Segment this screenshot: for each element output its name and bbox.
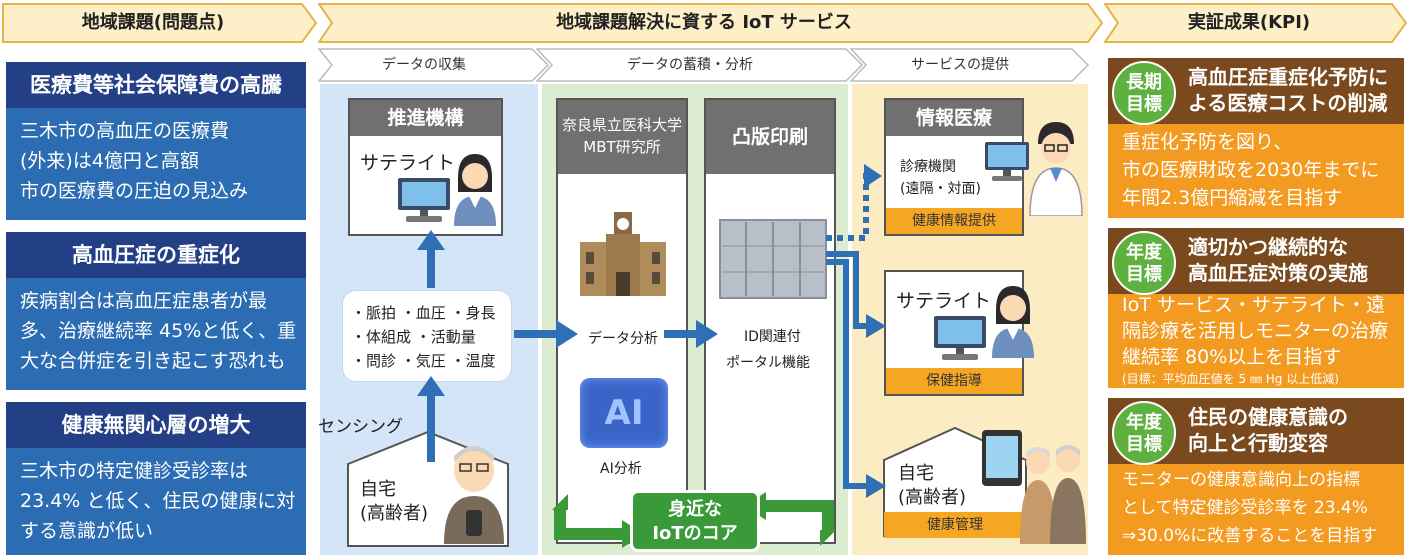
issue-box-severity: 高血圧症の重症化 疾病割合は高血圧症患者が最 多、治療継続率 45%と低く、重 … bbox=[6, 232, 306, 390]
header-right-shape bbox=[1104, 3, 1408, 43]
kpi-title: 適切かつ継続的な 高血圧症対策の実施 bbox=[1188, 235, 1368, 285]
header-left: 地域課題(問題点) bbox=[2, 3, 318, 43]
arrow-head bbox=[556, 320, 578, 348]
phase-service-shape bbox=[850, 48, 1090, 82]
home-service-label: 自宅 (高齢者) bbox=[898, 463, 967, 508]
printing-title: 凸版印刷 bbox=[706, 100, 834, 174]
issue-title: 健康無関心層の増大 bbox=[6, 402, 306, 448]
kpi-title: 高血圧症重症化予防に よる医療コストの削減 bbox=[1188, 65, 1388, 115]
computer-icon bbox=[398, 178, 450, 222]
info-provision-pill: 健康情報提供 bbox=[886, 208, 1022, 234]
issue-title: 医療費等社会保障費の高騰 bbox=[6, 62, 306, 108]
ai-badge: AI bbox=[604, 393, 644, 433]
ai-brain-icon: AI bbox=[580, 378, 668, 448]
kpi-badge: 年度 目標 bbox=[1112, 231, 1176, 295]
header-left-label: 地域課題(問題点) bbox=[81, 12, 225, 33]
arrow-head bbox=[417, 376, 445, 396]
satellite-service-box: サテライト 保健指導 bbox=[884, 270, 1024, 396]
iot-core-label: 身近な IoTのコア bbox=[652, 499, 738, 544]
arrow-head bbox=[866, 474, 886, 498]
arrow-head bbox=[417, 230, 445, 250]
elderly-avatar-icon bbox=[444, 446, 504, 544]
portal-label: ポータル機能 bbox=[726, 355, 810, 371]
org-box: 推進機構 サテライト bbox=[348, 98, 503, 236]
health-management-pill: 健康管理 bbox=[884, 512, 1026, 538]
issue-box-indifference: 健康無関心層の増大 三木市の特定健診受診率は 23.4% と低く、住民の健康に対… bbox=[6, 402, 306, 555]
computer-icon bbox=[934, 316, 986, 360]
header-right: 実証成果(KPI) bbox=[1104, 3, 1408, 43]
arrow-printing-to-home bbox=[826, 259, 870, 489]
staff-avatar-icon bbox=[992, 286, 1034, 358]
issue-box-cost: 医療費等社会保障費の高騰 三木市の高血圧の医療費 (外来)は4億円と高額 市の医… bbox=[6, 62, 306, 220]
kpi-badge: 長期 目標 bbox=[1112, 61, 1176, 125]
kpi-badge-text: 年度 目標 bbox=[1126, 242, 1162, 285]
computer-icon bbox=[985, 142, 1029, 181]
arrow-head bbox=[696, 320, 718, 348]
phase-collection: データの収集 bbox=[318, 48, 550, 82]
issue-body: 三木市の特定健診受診率は 23.4% と低く、住民の健康に対 する意識が低い bbox=[20, 460, 296, 542]
satellite-service-title: サテライト bbox=[896, 290, 992, 312]
phase-collection-label: データの収集 bbox=[382, 57, 466, 73]
org-title: 推進機構 bbox=[350, 100, 501, 136]
phase-collection-shape bbox=[318, 48, 550, 82]
staff-avatar-icon bbox=[454, 154, 496, 226]
clinic-label: 診療機関 (遠隔・対面) bbox=[900, 159, 981, 197]
kpi-body: 重症化予防を図り、 市の医療財政を2030年までに 年間2.3億円縮減を目指す bbox=[1122, 131, 1380, 209]
kpi-body: モニターの健康意識向上の指標 として特定健診受診率を 23.4% ⇒30.0%に… bbox=[1122, 470, 1378, 546]
university-box: 奈良県立医科大学 MBT研究所 データ分析 AI AI分析 bbox=[556, 98, 688, 544]
university-building-icon bbox=[580, 212, 666, 296]
info-medical-box: 情報医療 診療機関 (遠隔・対面) 健康情報提供 bbox=[884, 98, 1024, 236]
issue-body: 三木市の高血圧の医療費 (外来)は4億円と高額 市の医療費の圧迫の見込み bbox=[20, 120, 249, 202]
data-analysis-label: データ分析 bbox=[588, 331, 658, 347]
info-medical-title: 情報医療 bbox=[886, 100, 1022, 136]
phase-analysis-shape bbox=[536, 48, 864, 82]
kpi-note: (目標：平均血圧値を 5 ㎜ Hg 以上低減) bbox=[1122, 372, 1339, 386]
home-collection-label: 自宅 (高齢者) bbox=[360, 479, 429, 524]
sensor-list-box: ・脈拍 ・血圧 ・身長 ・体組成 ・活動量 ・問診 ・気圧 ・温度 bbox=[342, 290, 512, 382]
header-center-shape bbox=[318, 3, 1104, 43]
arrow-head bbox=[864, 164, 882, 188]
header-center: 地域課題解決に資する IoT サービス bbox=[318, 3, 1104, 43]
elderly-couple-icon bbox=[1020, 445, 1086, 544]
sensor-list: ・脈拍 ・血圧 ・身長 ・体組成 ・活動量 ・問診 ・気圧 ・温度 bbox=[351, 304, 496, 370]
phase-service-label: サービスの提供 bbox=[911, 57, 1009, 73]
kpi-badge-text: 年度 目標 bbox=[1126, 412, 1162, 455]
arrow-printing-to-clinic bbox=[826, 172, 869, 241]
id-link-label: ID関連付 bbox=[744, 329, 801, 345]
phase-analysis: データの蓄積・分析 bbox=[536, 48, 864, 82]
header-center-label: 地域課題解決に資する IoT サービス bbox=[556, 12, 852, 33]
issue-title: 高血圧症の重症化 bbox=[6, 232, 306, 278]
tablet-icon bbox=[982, 430, 1022, 486]
satellite-label: サテライト bbox=[360, 152, 456, 174]
kpi-badge-text: 長期 目標 bbox=[1126, 72, 1162, 115]
arrow-printing-to-satellite bbox=[826, 251, 870, 329]
header-right-label: 実証成果(KPI) bbox=[1187, 12, 1311, 33]
printing-box: 凸版印刷 ID関連付 ポータル機能 bbox=[704, 98, 836, 544]
kpi-box-awareness: 年度 目標 住民の健康意識の 向上と行動変容 モニターの健康意識向上の指標 とし… bbox=[1108, 398, 1404, 555]
kpi-body: IoT サービス・サテライト・遠 隔診療を活用しモニターの治療 継続率 80%以… bbox=[1122, 294, 1389, 368]
phase-analysis-label: データの蓄積・分析 bbox=[627, 57, 753, 73]
doctor-avatar-icon bbox=[1029, 122, 1083, 216]
sensing-label: センシング bbox=[318, 417, 403, 437]
university-title: 奈良県立医科大学 MBT研究所 bbox=[558, 100, 686, 174]
issue-body: 疾病割合は高血圧症患者が最 多、治療継続率 45%と低く、重 大な合併症を引き起… bbox=[20, 290, 297, 372]
kpi-box-treatment: 年度 目標 適切かつ継続的な 高血圧症対策の実施 IoT サービス・サテライト・… bbox=[1108, 228, 1404, 388]
phase-service: サービスの提供 bbox=[850, 48, 1090, 82]
iot-core-box: 身近な IoTのコア bbox=[630, 490, 760, 552]
health-guidance-pill: 保健指導 bbox=[886, 368, 1022, 394]
kpi-title: 住民の健康意識の 向上と行動変容 bbox=[1188, 405, 1348, 455]
ai-analysis-label: AI分析 bbox=[600, 461, 642, 477]
kpi-badge: 年度 目標 bbox=[1112, 401, 1176, 465]
arrow-head bbox=[866, 314, 886, 338]
header-left-shape bbox=[2, 3, 318, 43]
kpi-box-long-term: 長期 目標 高血圧症重症化予防に よる医療コストの削減 重症化予防を図り、 市の… bbox=[1108, 58, 1404, 218]
